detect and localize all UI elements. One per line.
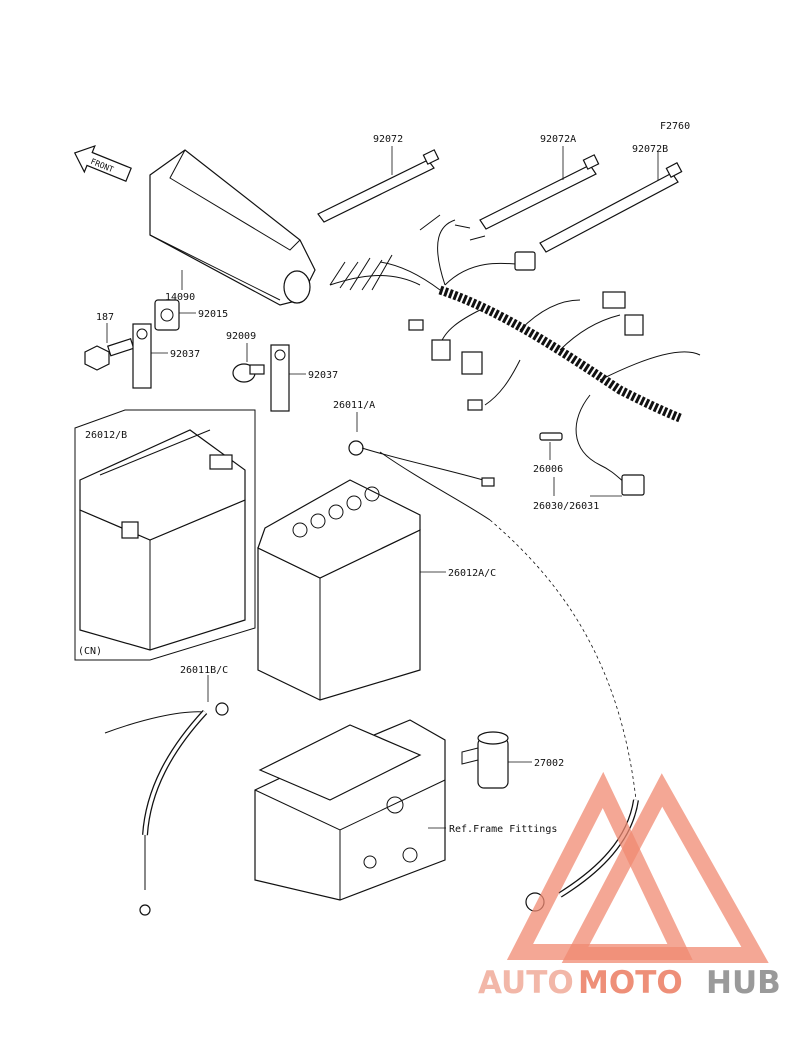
watermark-logo: AUTO MOTO HUB (478, 771, 781, 1001)
strap-92072A (479, 146, 600, 230)
label-strap-2: 92072A (540, 134, 576, 145)
battery-main (257, 479, 446, 701)
label-bolt: 187 (96, 312, 114, 323)
label-clamp: 92015 (198, 309, 228, 320)
terminal-left (132, 323, 168, 389)
label-strap-3: 92072B (632, 144, 668, 155)
negative-cable (104, 675, 229, 916)
label-frame-ref: Ref.Frame Fittings (449, 824, 557, 835)
clamp (154, 299, 196, 331)
strap-92072B (539, 152, 683, 253)
wiring-harness (329, 214, 701, 496)
label-harness: 26030/26031 (533, 501, 599, 512)
label-negative-cable: 26011B/C (180, 665, 228, 676)
label-positive-cable: 26011/A (333, 400, 375, 411)
battery-cn-region (74, 409, 256, 661)
fuse (539, 432, 563, 460)
watermark-word-3: HUB (706, 965, 781, 1001)
label-strap-1: 92072 (373, 134, 403, 145)
label-cover: 14090 (165, 292, 195, 303)
relay (461, 731, 532, 789)
battery-case (254, 719, 446, 901)
watermark-word-2: MOTO (578, 965, 683, 1001)
strap-92072 (317, 146, 440, 223)
front-arrow-icon: FRONT (73, 144, 132, 182)
label-battery-cn: 26012/B (85, 430, 127, 441)
label-terminal-left: 92037 (170, 349, 200, 360)
label-relay: 27002 (534, 758, 564, 769)
label-battery-main: 26012A/C (448, 568, 496, 579)
battery-cover (149, 149, 316, 306)
label-fuse: 26006 (533, 464, 563, 475)
label-terminal-right: 92037 (308, 370, 338, 381)
positive-cable (348, 412, 637, 801)
label-screw: 92009 (226, 331, 256, 342)
screw (232, 343, 265, 383)
watermark-word-1: AUTO (478, 965, 574, 1001)
label-cn: (CN) (78, 646, 102, 657)
bolt (84, 323, 135, 371)
figure-code: F2760 (660, 121, 690, 132)
terminal-right (270, 344, 306, 412)
